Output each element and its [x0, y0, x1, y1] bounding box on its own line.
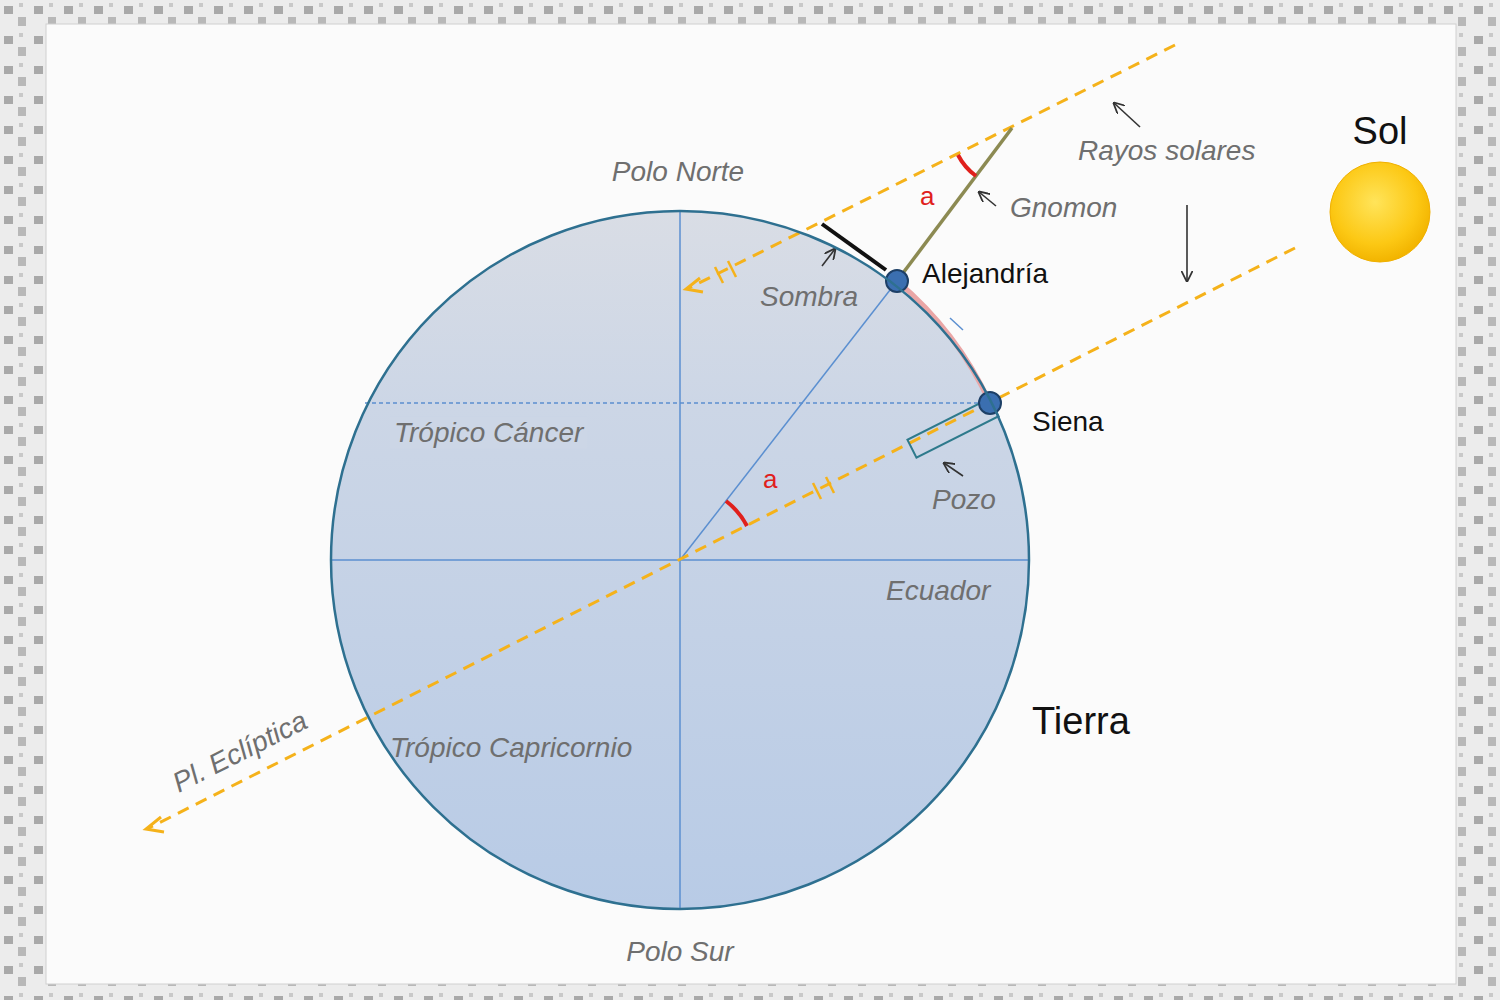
gnomon-label: Gnomon: [1010, 192, 1117, 224]
ray-arrowhead: [146, 817, 164, 832]
node-title: Tierra: [1032, 700, 1130, 744]
tick: [950, 318, 963, 330]
city-dot: [979, 392, 1001, 414]
tropic-label: Trópico Cáncer: [390, 417, 587, 449]
sun-ray: [688, 45, 1175, 289]
angle-label: a: [763, 465, 777, 495]
paper: [46, 24, 1456, 984]
angle-arc: [726, 501, 747, 526]
ecliptic-ray: [148, 248, 1295, 829]
tropic-line: [365, 402, 995, 404]
ray-arrowhead: [686, 278, 703, 292]
angle-arc: [958, 155, 976, 176]
rays-label: Rayos solares: [1078, 135, 1255, 167]
well-label: Pozo: [932, 484, 996, 516]
earth-circle-shape: [330, 210, 1030, 910]
node-title: Sol: [1320, 110, 1440, 154]
sun-disc: [1330, 162, 1430, 262]
city-label: Alejandría: [922, 258, 1048, 290]
shadow-label: Sombra: [760, 281, 858, 313]
pole-label: Polo Sur: [626, 936, 733, 968]
earth-circle: Tierra: [330, 210, 1030, 910]
earth-outline: [331, 211, 1029, 909]
radius-line: [680, 281, 897, 560]
city-label: Siena: [1032, 406, 1104, 438]
sun-circle: Sol: [1320, 96, 1440, 266]
angle-label: a: [920, 182, 934, 212]
tropic-label: Trópico Capricornio: [390, 732, 632, 764]
pole-label: Polo Norte: [612, 156, 744, 188]
equator-label: Ecuador: [886, 575, 990, 607]
